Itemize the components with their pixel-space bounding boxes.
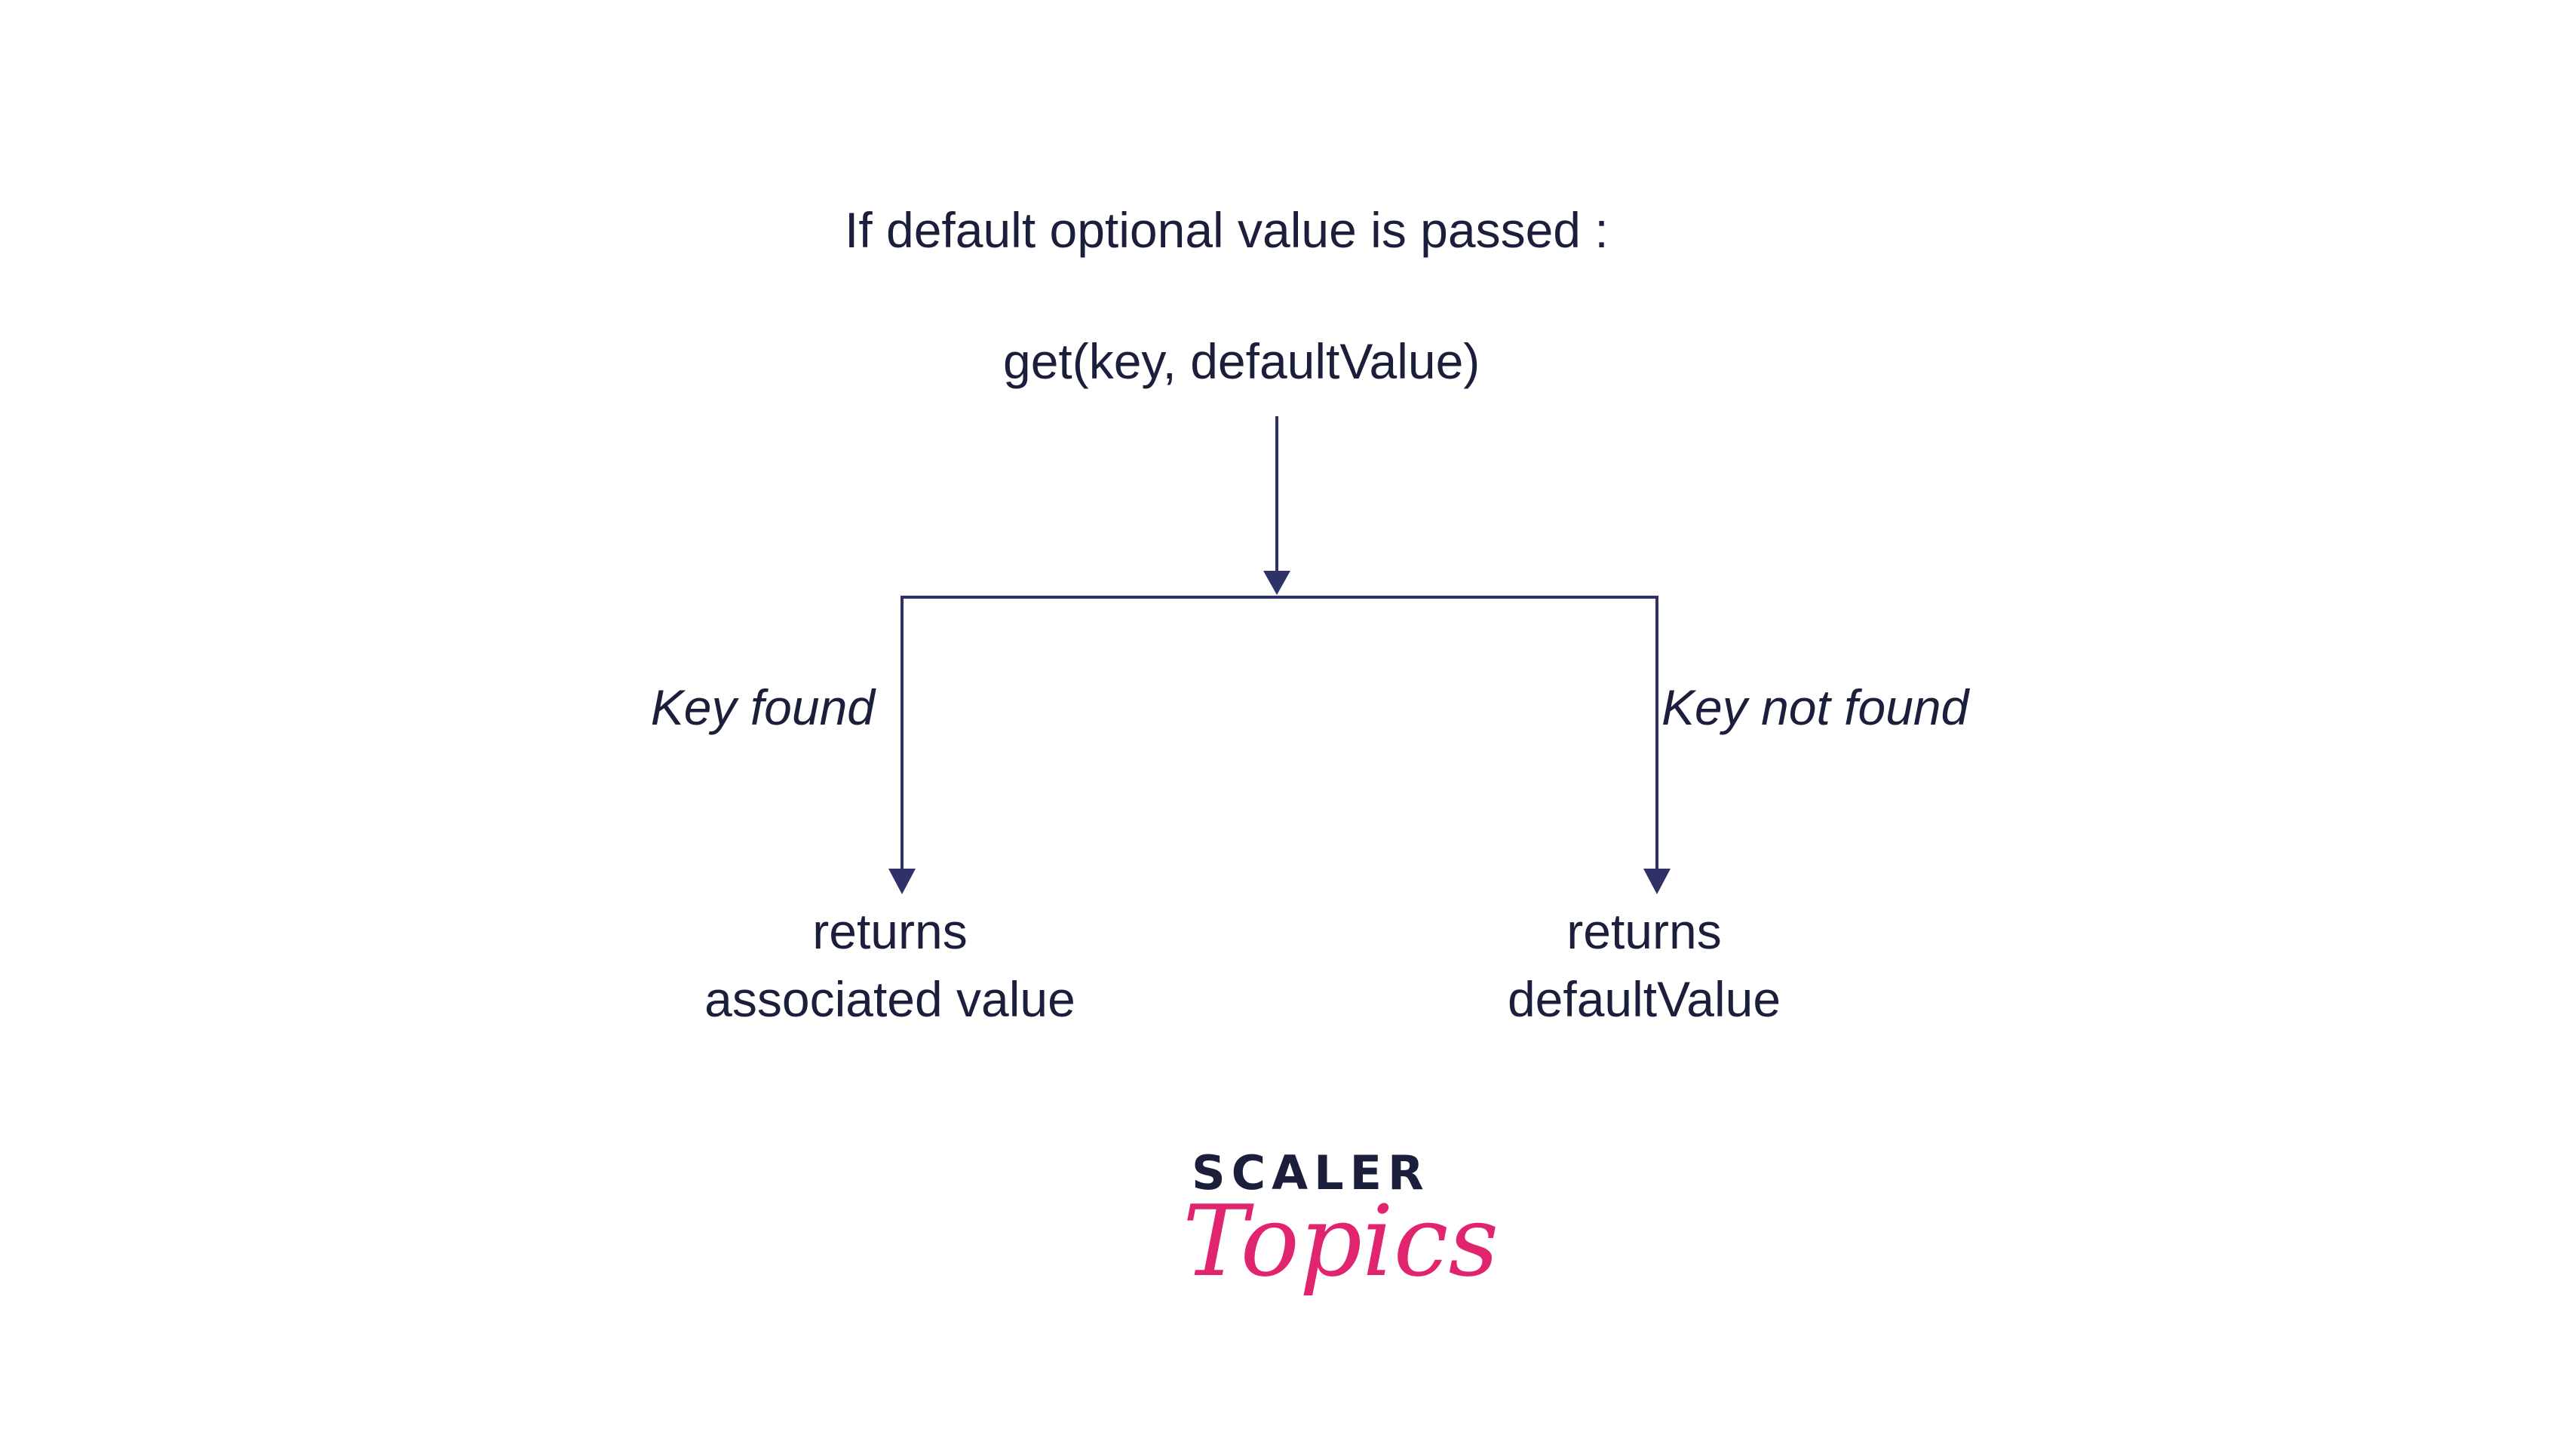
function-call: get(key, defaultValue) <box>1003 333 1480 389</box>
stem-arrowhead <box>1263 571 1290 595</box>
result-right-line-2: defaultValue <box>1507 971 1781 1027</box>
branch-bar <box>901 596 1658 891</box>
result-right-line-1: returns <box>1566 903 1722 959</box>
result-left-line-2: associated value <box>704 971 1075 1027</box>
right-arrowhead <box>1643 869 1671 894</box>
left-arrowhead <box>888 869 916 894</box>
branch-label-key-found: Key found <box>650 679 875 735</box>
result-left-line-1: returns <box>812 903 968 959</box>
diagram-heading: If default optional value is passed : <box>845 202 1609 258</box>
branch-label-key-not-found: Key not found <box>1661 679 1969 735</box>
result-associated-value: returns associated value <box>664 897 1116 1033</box>
logo-wordmark: SCALER <box>1192 1145 1430 1200</box>
logo-script: Topics <box>1183 1184 1499 1298</box>
scaler-topics-logo: SCALER Topics <box>1161 1142 1499 1338</box>
result-default-value: returns defaultValue <box>1418 897 1870 1033</box>
